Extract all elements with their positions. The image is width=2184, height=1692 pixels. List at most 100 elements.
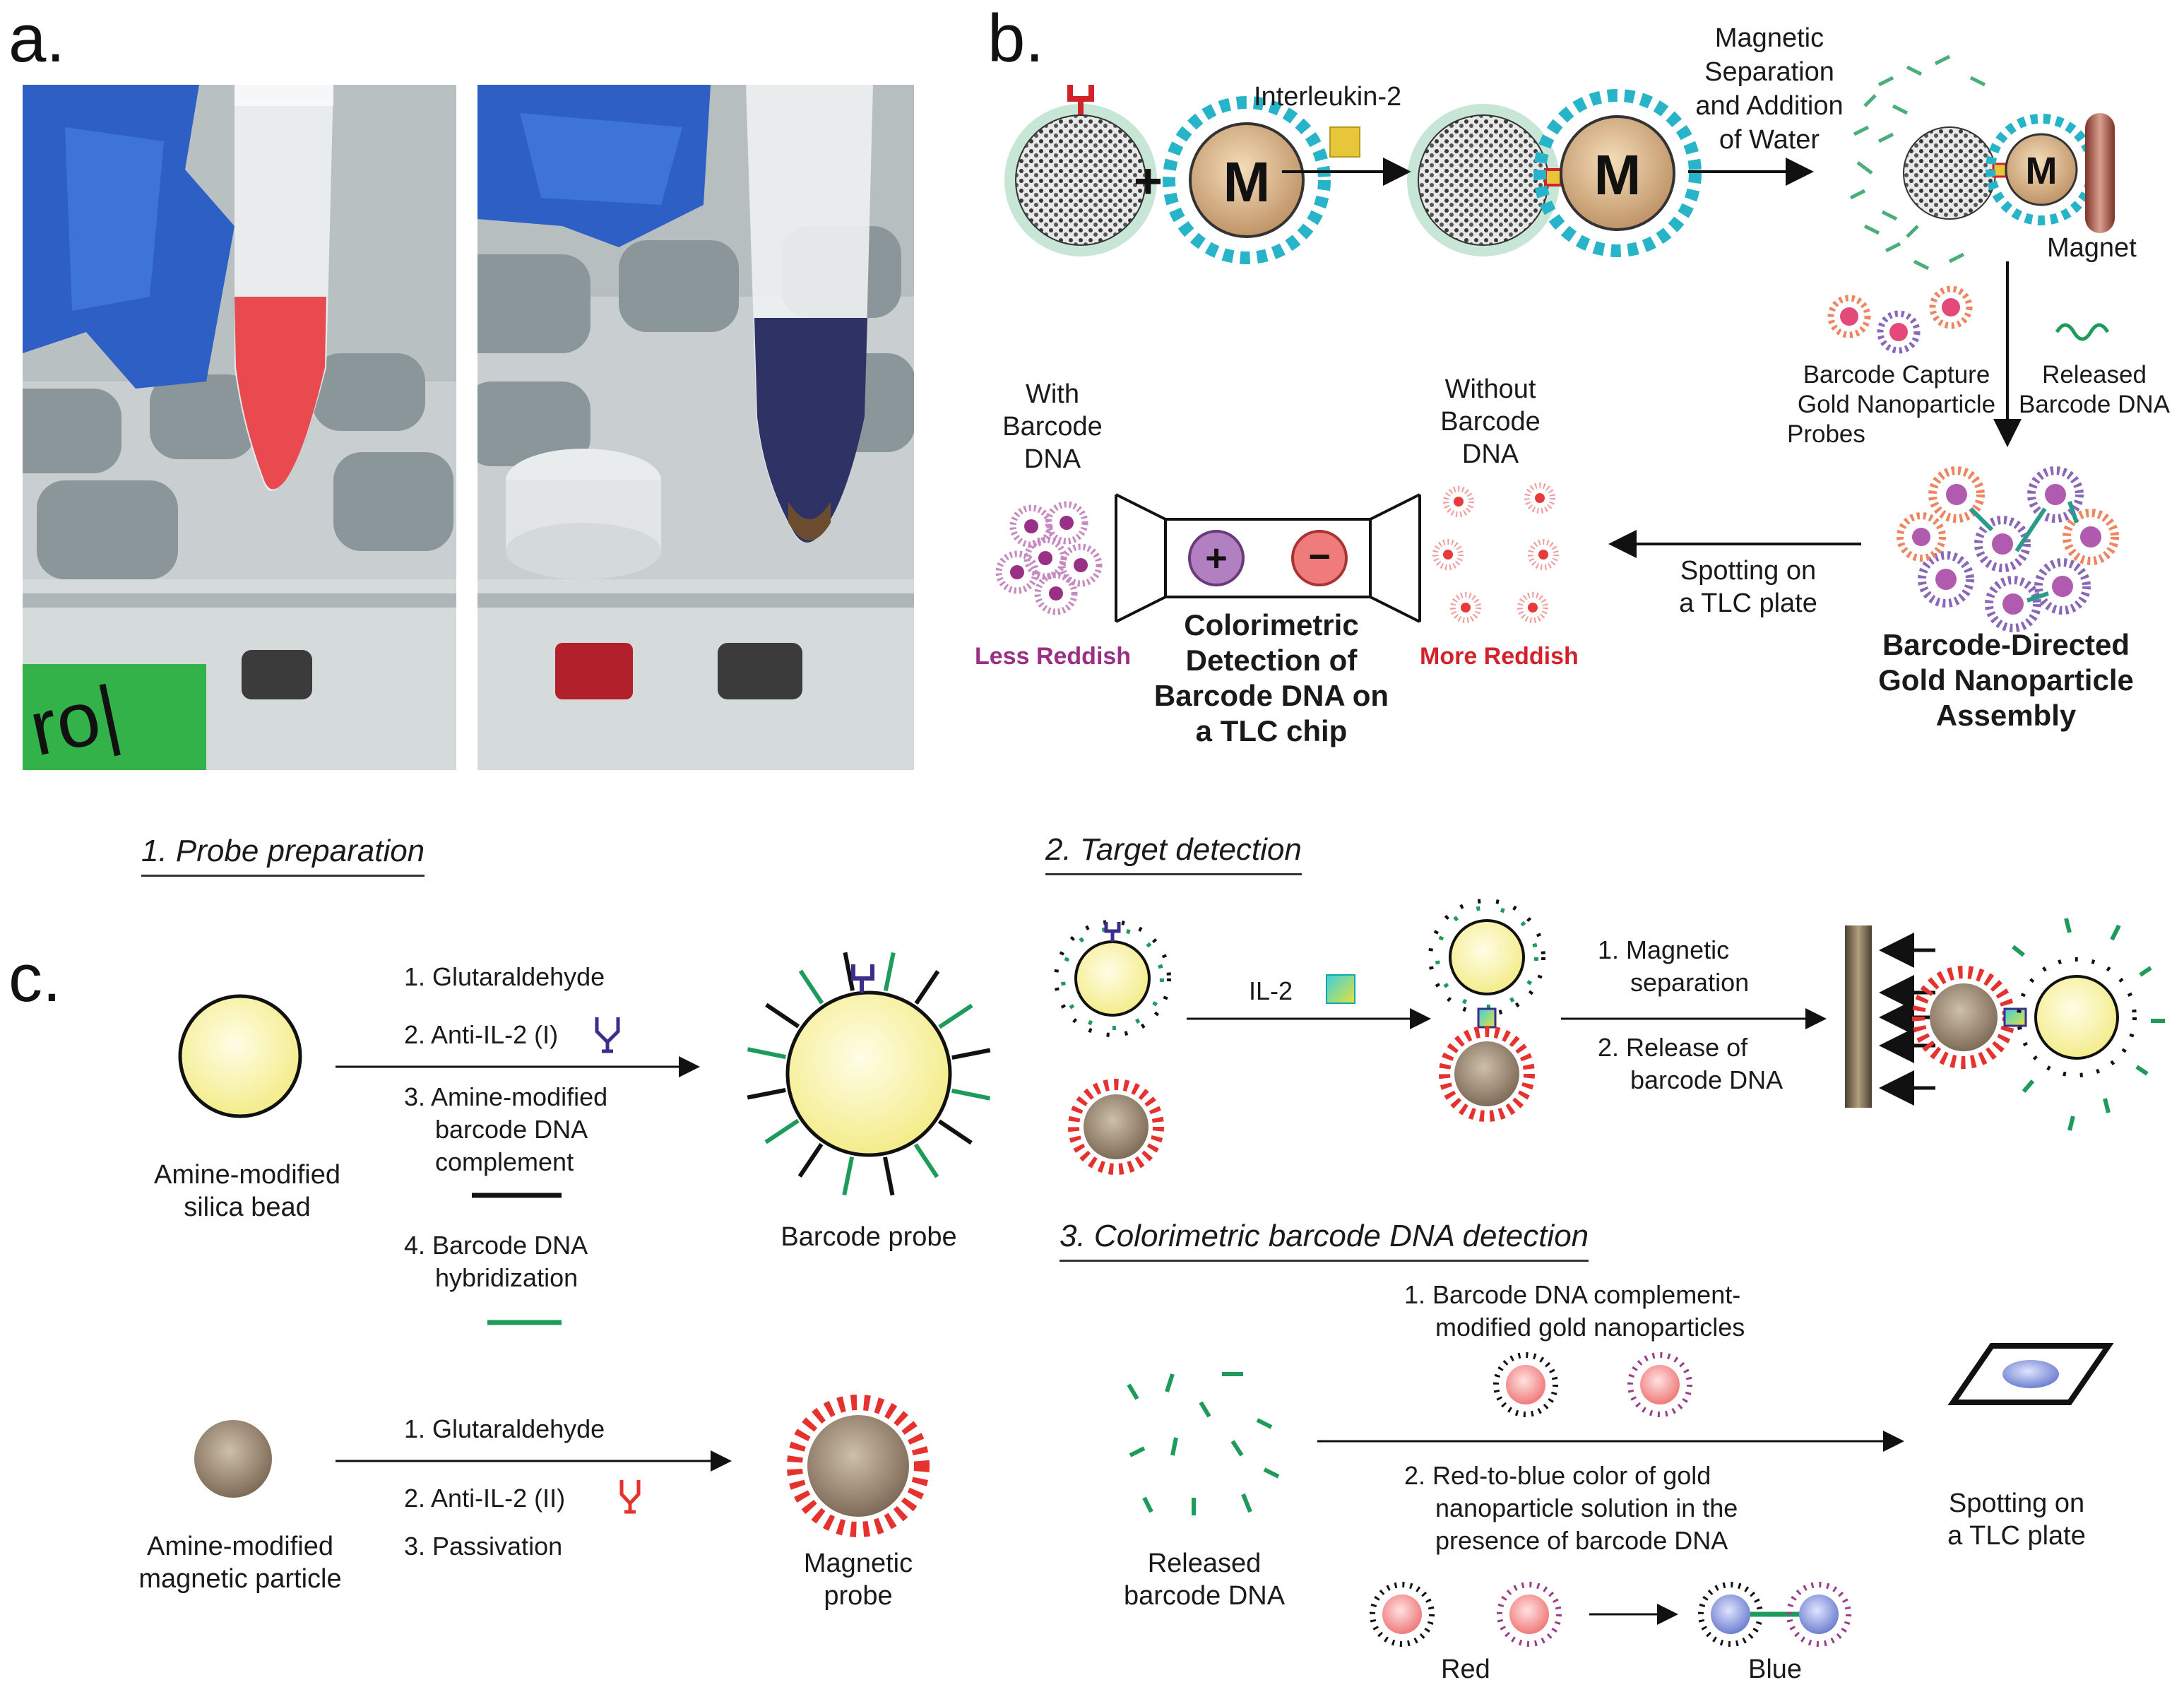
probe-spike bbox=[914, 970, 940, 1005]
step-red-to-blue: 2. Red-to-blue color of gold bbox=[1404, 1461, 1711, 1490]
probe-spike bbox=[764, 1118, 800, 1144]
probe-spike bbox=[883, 1156, 895, 1196]
step-passivation: 3. Passivation bbox=[404, 1532, 563, 1561]
magnetic-probe-small-1 bbox=[1068, 1079, 1164, 1175]
probe-spike bbox=[843, 952, 855, 991]
svg-text:ro|: ro| bbox=[23, 669, 128, 770]
gold-np-pair-top bbox=[1493, 1352, 1692, 1417]
probe-spike bbox=[797, 1142, 824, 1178]
released-dna-scatter bbox=[1127, 1372, 1280, 1515]
step-anti-il2-i: 2. Anti-IL-2 (I) bbox=[404, 1020, 559, 1049]
probe-spike bbox=[883, 952, 896, 991]
gold-assembly bbox=[1897, 466, 2119, 632]
anti-il2-ii-icon bbox=[619, 1480, 641, 1514]
label-magnet: Magnet bbox=[2047, 233, 2137, 263]
step-release-of: 2. Release of bbox=[1598, 1033, 1748, 1062]
barcode-probe-small-1 bbox=[1054, 920, 1171, 1037]
step-red-to-blue-c: presence of barcode DNA bbox=[1435, 1526, 1728, 1555]
label-red: Red bbox=[1441, 1655, 1490, 1684]
step-barcode-hybridization: 4. Barcode DNA bbox=[404, 1231, 588, 1260]
anti-il2-i-icon bbox=[595, 1017, 620, 1053]
label-il2: IL-2 bbox=[1249, 976, 1293, 1005]
step-glutaraldehyde-2: 1. Glutaraldehyde bbox=[404, 1414, 605, 1443]
released-dna-wave bbox=[2055, 323, 2110, 341]
probe-spike bbox=[937, 1119, 973, 1145]
il2-square bbox=[1326, 974, 1355, 1004]
separated-complex-c bbox=[1912, 918, 2165, 1131]
m-label-1: M bbox=[1223, 150, 1271, 213]
probe-spike bbox=[798, 969, 824, 1005]
step-amine-modified: 3. Amine-modified bbox=[404, 1082, 608, 1111]
step-barcode-dna: barcode DNA bbox=[435, 1115, 588, 1144]
step-glutaraldehyde-1: 1. Glutaraldehyde bbox=[404, 962, 605, 991]
step-hybridization: hybridization bbox=[435, 1263, 578, 1292]
probe-spike bbox=[951, 1048, 991, 1060]
probe-spike bbox=[913, 1143, 939, 1178]
svg-text:−: − bbox=[1308, 536, 1331, 578]
magnet-plate-c bbox=[1845, 925, 1872, 1108]
section-probe-preparation: 1. Probe preparation bbox=[141, 834, 425, 877]
section-target-detection: 2. Target detection bbox=[1045, 832, 1302, 875]
silica-bead bbox=[178, 994, 302, 1118]
label-interleukin: Interleukin-2 bbox=[1254, 82, 1402, 112]
step-complement: complement bbox=[435, 1147, 574, 1176]
silica-probe-b1 bbox=[1004, 85, 1157, 256]
step-gold-np-1: 1. Barcode DNA complement- bbox=[1404, 1280, 1741, 1309]
probe-spike bbox=[765, 1002, 800, 1029]
tlc-plate-c bbox=[1947, 1343, 2114, 1405]
panel-label-a: a. bbox=[8, 1, 66, 76]
gold-np-pair-red bbox=[1370, 1582, 1562, 1647]
step-barcode-dna-release: barcode DNA bbox=[1630, 1065, 1784, 1094]
magnetic-probe-c bbox=[787, 1395, 930, 1537]
m-label-3: M bbox=[2026, 150, 2058, 192]
step-anti-il2-ii: 2. Anti-IL-2 (II) bbox=[404, 1484, 566, 1513]
magnetic-bead-b1 bbox=[1163, 96, 1331, 264]
label-barcode-probe: Barcode probe bbox=[781, 1222, 957, 1252]
svg-text:+: + bbox=[1205, 537, 1228, 579]
step-magnetic: 1. Magnetic bbox=[1598, 935, 1730, 964]
step-gold-np-1b: modified gold nanoparticles bbox=[1435, 1313, 1745, 1342]
gold-probes-small bbox=[1827, 285, 1973, 354]
photo-red-tube: ro| bbox=[23, 85, 456, 770]
bound-complex-c bbox=[1428, 899, 1545, 1122]
label-blue: Blue bbox=[1748, 1655, 1803, 1684]
probe-spike bbox=[938, 1003, 973, 1029]
step-red-to-blue-b: nanoparticle solution in the bbox=[1435, 1493, 1738, 1522]
tlc-chip-b bbox=[1115, 493, 1421, 623]
m-label-2: M bbox=[1594, 143, 1642, 206]
magnet-bar bbox=[2085, 113, 2115, 233]
probe-spike bbox=[747, 1047, 786, 1060]
photo-blue-tube bbox=[477, 85, 914, 770]
gold-np-pair-blue bbox=[1698, 1582, 1851, 1647]
label-less-reddish: Less Reddish bbox=[975, 643, 1132, 670]
panel-label-b: b. bbox=[987, 1, 1045, 76]
minus-electrode bbox=[1291, 530, 1348, 586]
interleukin-square bbox=[1329, 126, 1360, 158]
label-more-reddish: More Reddish bbox=[1420, 643, 1579, 670]
svg-text:+: + bbox=[1134, 153, 1163, 208]
barcode-probe bbox=[747, 952, 991, 1196]
section-colorimetric-detection: 3. Colorimetric barcode DNA detection bbox=[1060, 1219, 1589, 1262]
panel-label-c: c. bbox=[8, 940, 61, 1016]
probe-spike bbox=[842, 1156, 855, 1196]
probe-spike bbox=[747, 1088, 786, 1100]
less-reddish-cluster bbox=[995, 501, 1103, 615]
probe-spike bbox=[951, 1088, 991, 1101]
magnetic-particle bbox=[194, 1420, 272, 1498]
plus-electrode bbox=[1188, 530, 1245, 586]
complex-b bbox=[1407, 89, 1702, 257]
